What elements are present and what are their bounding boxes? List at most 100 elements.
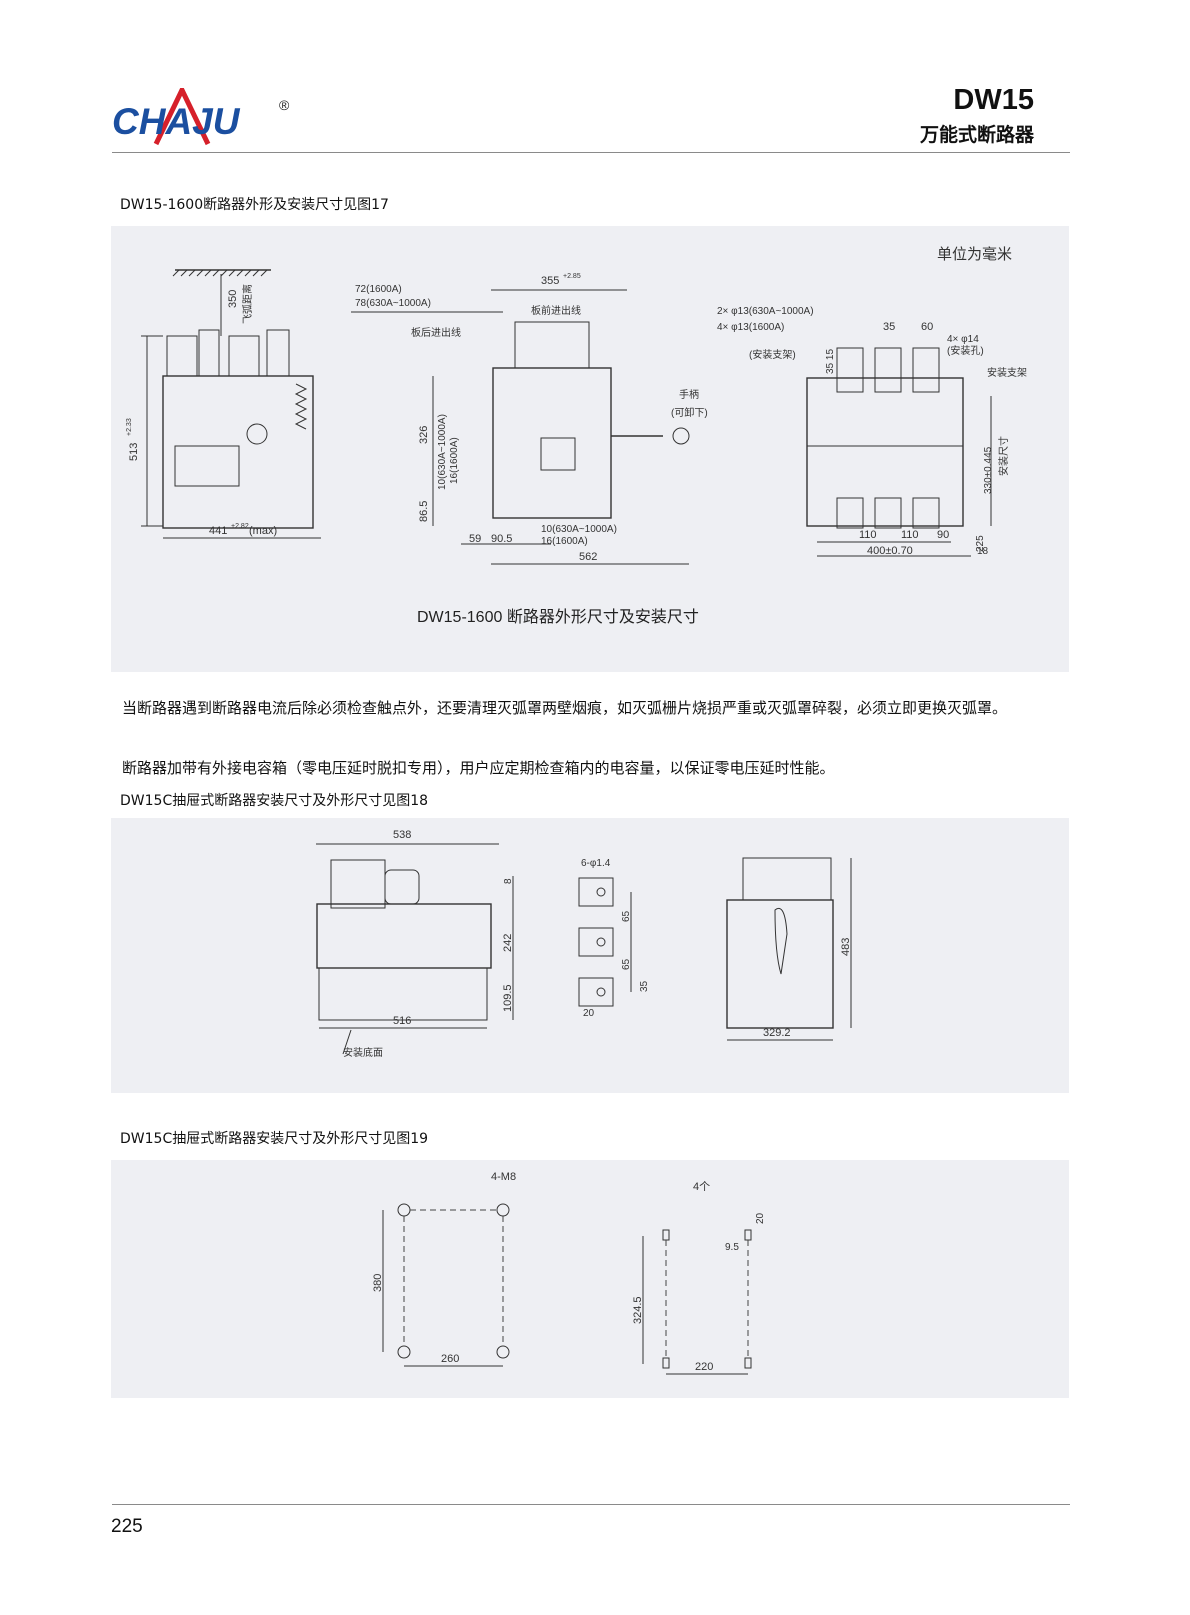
terminal-hole-2	[596, 937, 606, 947]
dim-380: 380	[372, 1274, 384, 1292]
drawer-terminal-view: 6-φ1.4 65 65 35 20	[578, 858, 650, 1019]
dim-20: 20	[583, 1008, 595, 1019]
figure18-panel: 538 8 242 109.5 516 安装底面 6-φ1.4 65 65	[111, 818, 1069, 1093]
dim-90: 90	[937, 529, 949, 541]
breaker-body	[162, 375, 314, 529]
bolt-hole-tl	[397, 1203, 411, 1217]
mount-hole-spec: 4× φ14	[947, 334, 979, 345]
terminal-hole-3	[596, 987, 606, 997]
dim-110-a: 110	[859, 529, 877, 541]
figure18-drawing: 538 8 242 109.5 516 安装底面 6-φ1.4 65 65	[316, 829, 852, 1059]
drawer-breaker-body	[316, 903, 492, 969]
dim-441-suffix: (max)	[249, 525, 277, 537]
dim-326: 326	[418, 426, 430, 444]
dim-324-5: 324.5	[632, 1296, 644, 1324]
bolt-hole-bl	[397, 1345, 411, 1359]
mounting-plan-a: 4-M8 380 260	[372, 1171, 516, 1367]
front-busbar-label: 板前进出线	[531, 304, 581, 317]
dim-10-bottom: 10(630A~1000A)	[541, 524, 617, 535]
dim-513-tolerance: +2.33	[126, 418, 133, 436]
terminal-top-c	[912, 347, 940, 393]
figure18-caption: DW15C抽屉式断路器安装尺寸及外形尺寸见图18	[120, 793, 429, 809]
arc-chute-right	[228, 335, 260, 377]
dim-72: 72(1600A)	[355, 284, 402, 295]
breaker-front-body	[806, 377, 964, 527]
slot-br	[744, 1357, 752, 1369]
dim-562: 562	[579, 551, 597, 563]
dim-65-b: 65	[621, 958, 632, 970]
drawer-side-view: 538 8 242 109.5 516 安装底面	[316, 829, 514, 1059]
product-subtitle: 万能式断路器	[919, 124, 1034, 146]
dim-8: 8	[503, 878, 514, 884]
terminal-2	[578, 927, 614, 957]
drawer-front-body	[726, 899, 834, 1029]
bolt-hole-br	[496, 1345, 510, 1359]
bracket-left-label: (安装支架)	[749, 348, 796, 361]
slot-bl	[662, 1357, 670, 1369]
base-label: 安装底面	[343, 1046, 383, 1059]
dim-516: 516	[393, 1015, 411, 1027]
brand-logo-graphic: CHAJU ®	[112, 84, 290, 146]
dim-260: 260	[441, 1353, 459, 1365]
dim-86-5: 86.5	[418, 501, 430, 522]
section-view: 72(1600A) 78(630A~1000A) 355 +2.85 板后进出线…	[351, 273, 708, 565]
figure19-drawing: 4-M8 380 260 4个 20 9.5 324.5	[372, 1171, 766, 1375]
dim-35: 35	[883, 321, 895, 333]
dim-16-vertical: 16(1600A)	[449, 437, 460, 484]
terminal-bottom-c	[912, 497, 940, 529]
dim-538: 538	[393, 829, 411, 841]
hole-spec-4: 4× φ13(1600A)	[717, 322, 784, 333]
holes-spec: 6-φ1.4	[581, 858, 611, 869]
figure17-drawing: 单位为毫米 350 飞弧距离 513 +2.33 441 +2.82 (max)	[126, 245, 1027, 626]
dim-441-tolerance: +2.82	[231, 523, 249, 530]
dim-109-5: 109.5	[502, 984, 514, 1012]
handle-note: (可卸下)	[671, 406, 708, 419]
dim-400: 400±0.70	[867, 545, 913, 557]
paragraph-arc-chute: 当断路器遇到断路器电流后除必须检查触点外，还要清理灭弧罩两壁烟痕，如灭弧栅片烧损…	[122, 699, 1008, 717]
dim-242: 242	[502, 934, 514, 952]
footer-divider	[112, 1504, 1070, 1505]
handle-label: 手柄	[679, 388, 699, 401]
header-divider	[112, 152, 1070, 153]
front-view: 2× φ13(630A~1000A) 4× φ13(1600A) 35 60 4…	[717, 306, 1027, 557]
dim-9-5: 9.5	[725, 1242, 739, 1253]
arc-distance-note: 飞弧距离	[241, 284, 254, 324]
figure17-caption: DW15-1600断路器外形及安装尺寸见图17	[120, 197, 389, 213]
bolt-spec: 4-M8	[491, 1171, 516, 1183]
ceiling-hatch	[172, 269, 268, 277]
dim-18: 18	[977, 546, 989, 557]
brand-name: CHAJU	[112, 101, 241, 142]
dim-220: 220	[695, 1361, 713, 1373]
dim-65-a: 65	[621, 910, 632, 922]
figure19-caption: DW15C抽屉式断路器安装尺寸及外形尺寸见图19	[120, 1131, 429, 1147]
dim-110-b: 110	[901, 529, 919, 541]
arc-chute-mid	[198, 329, 220, 377]
figure19-panel: 4-M8 380 260 4个 20 9.5 324.5	[111, 1160, 1069, 1398]
rear-busbar-label: 板后进出线	[411, 326, 461, 339]
dim-329-2: 329.2	[763, 1027, 791, 1039]
dim-16-bottom: 16(1600A)	[541, 536, 588, 547]
arc-chute-rear	[266, 329, 290, 377]
registered-mark: ®	[279, 97, 290, 113]
spring-element	[294, 383, 308, 430]
drawer-motor	[384, 869, 420, 905]
dim-20-b: 20	[755, 1212, 766, 1224]
dim-330-note: 安装尺寸	[997, 436, 1010, 476]
terminal-top-b	[874, 347, 902, 393]
unit-note: 单位为毫米	[937, 245, 1012, 263]
terminal-bottom-a	[836, 497, 864, 529]
slot-tl	[662, 1229, 670, 1241]
dim-10-vertical: 10(630A~1000A)	[437, 414, 448, 490]
brand-logo: CHAJU ®	[112, 84, 312, 160]
page-number: 225	[111, 1516, 143, 1537]
drawer-front-view: 483 329.2	[726, 857, 852, 1041]
dim-483: 483	[840, 938, 852, 956]
dim-350: 350	[227, 290, 239, 308]
arc-chamber-section	[514, 321, 590, 369]
dim-35: 35	[639, 980, 650, 992]
base-leader	[342, 1029, 352, 1055]
dim-355: 355	[541, 275, 559, 287]
hole-count: 4个	[693, 1180, 710, 1193]
side-view: 350 飞弧距离 513 +2.33 441 +2.82 (max)	[126, 269, 321, 539]
dim-330: 330±0.445	[983, 446, 994, 494]
